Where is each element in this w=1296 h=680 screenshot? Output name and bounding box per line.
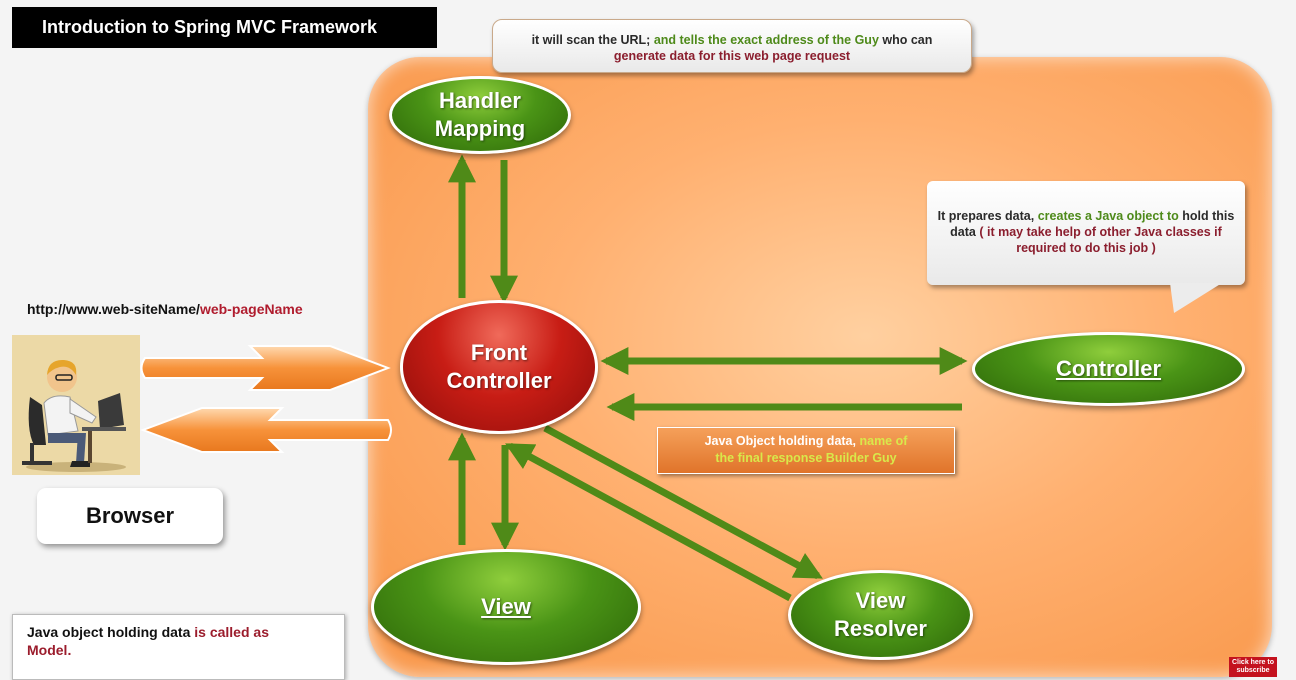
url-page: web-pageName [199, 301, 303, 317]
subscribe-button[interactable]: Click here to subscribe [1229, 657, 1277, 677]
front-controller-line2: Controller [446, 368, 552, 393]
handler-mapping-callout: it will scan the URL; and tells the exac… [492, 19, 972, 73]
callout-tail [1170, 283, 1222, 313]
note-text-1: Java object holding data [27, 624, 191, 640]
controller-node: Controller [972, 332, 1245, 406]
controller-callout-text-4: ( it may take help of other Java classes… [979, 225, 1222, 255]
data-label-text-1: Java Object holding data, [704, 434, 856, 448]
response-arrow [140, 407, 392, 453]
arrow-vr-to-fc [505, 442, 792, 602]
view-resolver-line2: Resolver [834, 616, 927, 641]
subscribe-line1: Click here to [1231, 659, 1274, 666]
controller-callout-text-2: creates a Java object to [1037, 209, 1179, 223]
callout-text-1: it will scan the URL; [531, 33, 651, 47]
url-site: http://www.web-siteName/ [27, 301, 200, 317]
controller-callout-text-3: hold this data [950, 209, 1235, 239]
note-text-2: is called as [194, 624, 269, 640]
data-label-text-2: name of [859, 434, 908, 448]
user-at-laptop-icon [12, 335, 140, 475]
note-text-3: Model. [27, 642, 72, 658]
data-label-text-3: the final response Builder Guy [715, 451, 897, 465]
callout-text-2: and tells the exact address of the Guy [653, 33, 879, 47]
view-resolver-line1: View [855, 588, 906, 613]
callout-text-4: generate data for this web page request [613, 49, 851, 63]
controller-callout: It prepares data, creates a Java object … [927, 181, 1245, 285]
page-title: Introduction to Spring MVC Framework [12, 7, 437, 48]
request-url: http://www.web-siteName/web-pageName [27, 301, 303, 317]
handler-mapping-line1: Handler [439, 88, 521, 113]
callout-text-3: who can [882, 33, 933, 47]
controller-callout-text-1: It prepares data, [937, 209, 1035, 223]
returned-data-label: Java Object holding data, name of the fi… [657, 427, 955, 474]
request-arrow [140, 345, 391, 391]
handler-mapping-line2: Mapping [434, 116, 526, 141]
browser-box: Browser [37, 488, 223, 544]
view-node: View [371, 549, 641, 665]
model-note: Java object holding data is called as Mo… [12, 614, 345, 680]
subscribe-line2: subscribe [1236, 667, 1270, 674]
front-controller-line1: Front [470, 340, 528, 365]
arrow-fc-to-vr [543, 424, 823, 580]
